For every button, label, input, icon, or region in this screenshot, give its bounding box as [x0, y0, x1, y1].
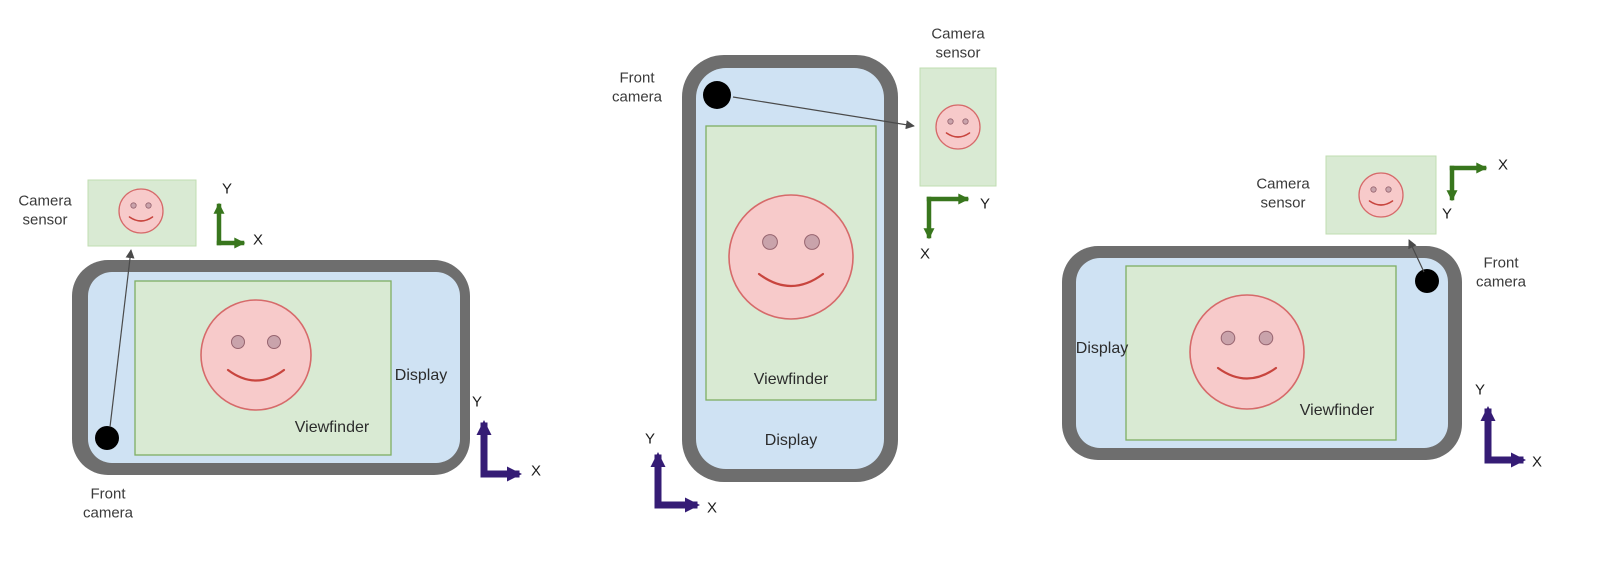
device-axes	[1480, 406, 1526, 468]
sensor-axis-y-label: Y	[1441, 205, 1453, 223]
sensor-axes	[923, 193, 970, 240]
sensor-axes	[213, 202, 246, 249]
viewfinder-label: Viewfinder	[753, 371, 829, 388]
camera-sensor-box	[919, 67, 997, 187]
device-axis-y-label: Y	[1474, 381, 1486, 399]
viewfinder-label: Viewfinder	[294, 419, 370, 436]
front-camera-dot	[95, 426, 119, 450]
device-axis-x-label: X	[706, 499, 718, 517]
camera-sensor-label: Camera sensor	[931, 25, 985, 61]
front-camera-label: Front camera	[82, 485, 134, 521]
sensor-axis-x-label: X	[252, 231, 264, 249]
sensor-axis-y-label: Y	[979, 195, 991, 213]
front-camera-dot	[1415, 269, 1439, 293]
camera-sensor-label: Camera sensor	[18, 192, 72, 228]
display-label: Display	[1075, 340, 1129, 357]
device-axis-x-label: X	[1531, 453, 1543, 471]
sensor-axis-x-label: X	[1497, 156, 1509, 174]
viewfinder-label: Viewfinder	[1299, 402, 1375, 419]
device-axis-y-label: Y	[644, 430, 656, 448]
front-camera-dot	[703, 81, 731, 109]
sensor-connector-line	[1408, 239, 1425, 273]
sensor-axis-x-label: X	[919, 245, 931, 263]
sensor-face	[1358, 172, 1404, 218]
sensor-axis-y-label: Y	[221, 180, 233, 198]
viewfinder-face	[728, 194, 854, 320]
device-axis-x-label: X	[530, 462, 542, 480]
viewfinder-face	[1189, 294, 1305, 410]
sensor-face	[935, 104, 981, 150]
device-axes	[476, 420, 522, 482]
device-middle-portrait	[650, 55, 997, 513]
camera-sensor-label: Camera sensor	[1256, 175, 1310, 211]
front-camera-label: Front camera	[611, 69, 663, 105]
front-camera-label: Front camera	[1475, 254, 1527, 290]
sensor-face	[118, 188, 164, 234]
display-label: Display	[394, 367, 448, 384]
display-label: Display	[764, 432, 818, 449]
device-left-landscape	[72, 179, 522, 482]
sensor-axes	[1446, 162, 1488, 202]
device-axes	[650, 452, 700, 513]
sensor-connector-line	[732, 96, 915, 130]
device-axis-y-label: Y	[471, 393, 483, 411]
sensor-connector-line	[109, 249, 135, 428]
viewfinder-face	[200, 299, 312, 411]
device-right-landscape	[1062, 155, 1526, 468]
